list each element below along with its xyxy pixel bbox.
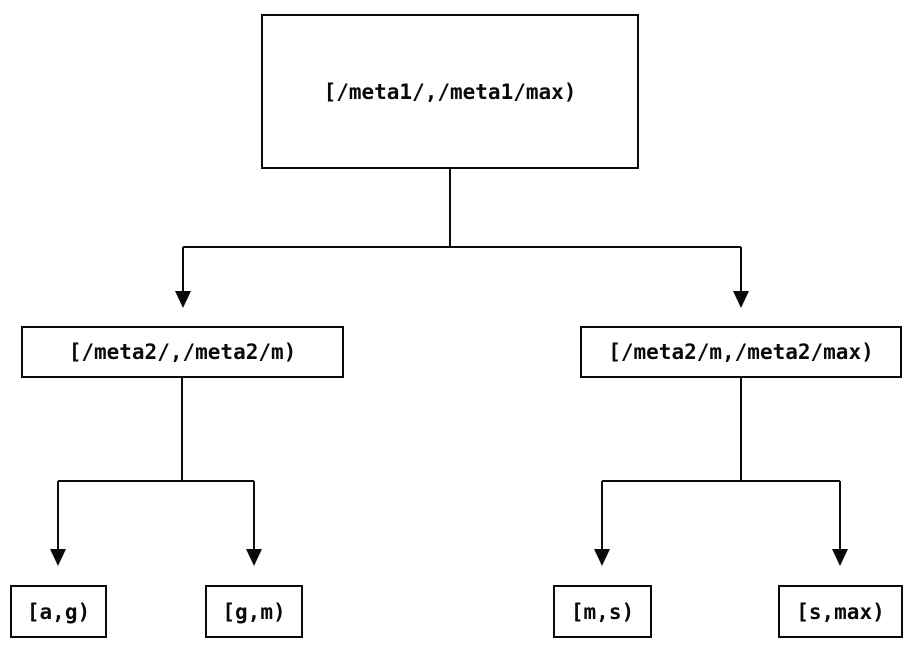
node-meta2-left-label: [/meta2/,/meta2/m) xyxy=(68,340,297,364)
edge-right-split xyxy=(601,378,841,549)
arrowhead-to-leaf-smax xyxy=(832,549,848,566)
node-leaf-smax: [s,max) xyxy=(778,585,903,638)
edge-left-split xyxy=(57,378,255,549)
node-leaf-ag-label: [a,g) xyxy=(26,599,91,624)
node-leaf-gm: [g,m) xyxy=(205,585,303,638)
node-leaf-gm-label: [g,m) xyxy=(222,599,286,624)
node-root: [/meta1/,/meta1/max) xyxy=(261,14,639,169)
arrowhead-to-leaf-ms xyxy=(594,549,610,566)
arrowhead-to-leaf-ag xyxy=(50,549,66,566)
arrowhead-to-left xyxy=(175,291,191,308)
node-leaf-smax-label: [s,max) xyxy=(796,599,885,624)
edge-root-split xyxy=(182,169,742,291)
node-leaf-ms-label: [m,s) xyxy=(570,599,635,624)
node-meta2-right-label: [/meta2/m,/meta2/max) xyxy=(608,340,874,364)
arrowhead-to-leaf-gm xyxy=(246,549,262,566)
node-leaf-ms: [m,s) xyxy=(553,585,652,638)
arrowhead-to-right xyxy=(733,291,749,308)
node-meta2-left: [/meta2/,/meta2/m) xyxy=(21,326,344,378)
node-root-label: [/meta1/,/meta1/max) xyxy=(323,79,577,104)
node-meta2-right: [/meta2/m,/meta2/max) xyxy=(580,326,902,378)
node-leaf-ag: [a,g) xyxy=(10,585,107,638)
